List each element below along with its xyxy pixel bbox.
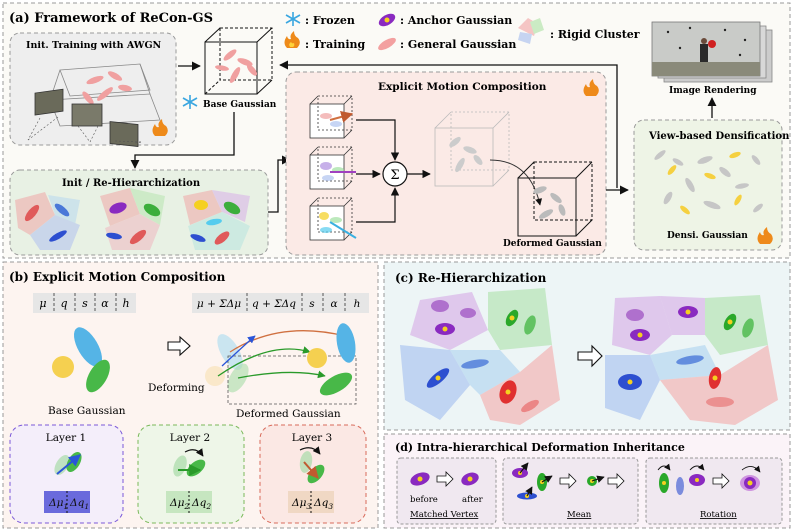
attr-mu: μ (39, 297, 46, 310)
snowflake-icon (285, 12, 301, 26)
legend: : Frozen : Training : Anchor Gaussian : … (284, 12, 640, 51)
base-gaussian-b-label: Base Gaussian (48, 405, 126, 417)
arrow-base-to-hier (130, 112, 235, 169)
base-gaussian-label: Base Gaussian (203, 100, 277, 110)
rehier-arrow-icon (577, 344, 603, 368)
panel-a-title: (a) Framework of ReCon-GS (9, 11, 213, 26)
deforming-label: Deforming (148, 382, 205, 394)
emc-label: Explicit Motion Composition (378, 81, 547, 93)
legend-training: : Training (305, 38, 366, 51)
svg-text:Δq2: Δq2 (191, 497, 211, 511)
layer-1-card: Layer 1 Δμ1 Δq1 (9, 424, 124, 524)
layer-1-dmu-sub: 1 (63, 502, 68, 511)
panel-c-title: (c) Re-Hierarchization (395, 271, 547, 285)
arrow-hier-to-emc (268, 155, 291, 213)
panel-d: (d) Intra-hierarchical Deformation Inher… (383, 433, 791, 529)
camera-views (27, 88, 143, 147)
layer-1-title: Layer 1 (46, 432, 86, 444)
sum-symbol: Σ (390, 168, 399, 183)
legend-general: : General Gaussian (400, 38, 516, 51)
matched-vertex-card: before after Matched Vertex (396, 457, 497, 525)
image-rendering-label: Image Rendering (669, 86, 757, 96)
anchor-gaussian-icon (378, 13, 396, 27)
svg-text:Δμ1: Δμ1 (48, 497, 68, 511)
general-gaussian-icon (378, 37, 396, 51)
deformed-attr-strip: μ + ΣΔμ q + ΣΔq s α h (192, 293, 369, 313)
layer-2-card: Layer 2 Δμ2 Δq2 (137, 424, 245, 524)
panel-b-title: (b) Explicit Motion Composition (9, 270, 226, 284)
clusters-before (400, 288, 560, 425)
base-gaussian-cube (204, 27, 273, 95)
mean-card: Mean (502, 457, 639, 525)
rigid-cluster-icon (518, 18, 544, 44)
panel-d-title: (d) Intra-hierarchical Deformation Inher… (395, 441, 685, 454)
layer-2-dq-sub: 2 (205, 502, 211, 511)
layer-1-dq: Δq (69, 497, 85, 509)
deforming-arrow-icon (167, 335, 191, 357)
densification-label: View-based Densification (648, 131, 790, 142)
layer-1-dmu: Δμ (48, 497, 64, 509)
fire-icon (583, 79, 599, 96)
fire-icon (152, 119, 168, 136)
panel-c: (c) Re-Hierarchization (383, 261, 791, 431)
legend-anchor: : Anchor Gaussian (400, 14, 512, 27)
before-label: before (410, 495, 438, 505)
arrow-dens-to-base (279, 60, 618, 188)
init-rehier-box: Init / Re-Hierarchization (9, 169, 269, 256)
attr-h: h (122, 297, 129, 310)
svg-text:Δμ3: Δμ3 (291, 497, 311, 511)
densification-box: View-based Densification Densi. (633, 119, 790, 251)
fire-icon (757, 227, 773, 244)
snowflake-icon (182, 95, 198, 109)
layer-1-dq-sub: 1 (84, 502, 89, 511)
panel-a: (a) Framework of ReCon-GS : Frozen : Tra… (2, 2, 791, 259)
base-gaussian-points (215, 49, 258, 83)
deformed-gaussian-label: Deformed Gaussian (503, 239, 602, 249)
svg-text:Δq3: Δq3 (313, 497, 333, 511)
attr-alpha-deformed: α (330, 298, 337, 310)
attr-alpha: α (101, 297, 109, 310)
layer-3-dmu: Δμ (291, 497, 307, 509)
layer-3-card: Layer 3 Δμ3 Δq3 (259, 424, 367, 524)
init-rehier-label: Init / Re-Hierarchization (62, 178, 201, 189)
layer-2-title: Layer 2 (170, 432, 210, 444)
layer-2-dmu: Δμ (169, 497, 185, 509)
layer-2-dq: Δq (191, 497, 207, 509)
rotation-card: Rotation (645, 457, 783, 525)
attr-q-deformed: q + ΣΔq (252, 298, 296, 310)
matched-vertex-label: Matched Vertex (410, 510, 478, 520)
deformed-gaussian-b-label: Deformed Gaussian (236, 408, 341, 420)
layer-3-dmu-sub: 3 (306, 502, 311, 511)
attr-mu-deformed: μ + ΣΔμ (197, 298, 241, 310)
densi-gaussian-label: Densi. Gaussian (667, 231, 748, 241)
image-rendering: Image Rendering (651, 21, 773, 96)
after-label: after (462, 495, 484, 505)
legend-frozen: : Frozen (305, 14, 355, 27)
attr-q: q (60, 297, 67, 310)
panel-b: (b) Explicit Motion Composition μ q s α … (2, 261, 379, 529)
mean-label: Mean (567, 510, 592, 520)
attr-s: s (82, 297, 88, 310)
svg-text:Δq1: Δq1 (69, 497, 89, 511)
layer-3-dq: Δq (313, 497, 329, 509)
init-training-label: Init. Training with AWGN (26, 40, 162, 51)
base-attr-strip: μ q s α h (33, 293, 136, 313)
legend-rigid: : Rigid Cluster (550, 28, 640, 41)
layer-3-dq-sub: 3 (328, 502, 333, 511)
fire-icon (284, 31, 300, 48)
base-gaussian-group (52, 327, 110, 393)
init-training-box: Init. Training with AWGN (9, 32, 177, 147)
rotation-label: Rotation (700, 510, 737, 520)
clusters-after (605, 295, 778, 425)
emc-box: Explicit Motion Composition (285, 71, 607, 256)
svg-text:Δμ2: Δμ2 (169, 497, 189, 511)
layer-3-title: Layer 3 (292, 432, 332, 444)
deformed-gaussian-group (205, 323, 357, 405)
attr-h-deformed: h (354, 298, 361, 310)
attr-s-deformed: s (309, 298, 315, 310)
layer-2-dmu-sub: 2 (183, 502, 189, 511)
